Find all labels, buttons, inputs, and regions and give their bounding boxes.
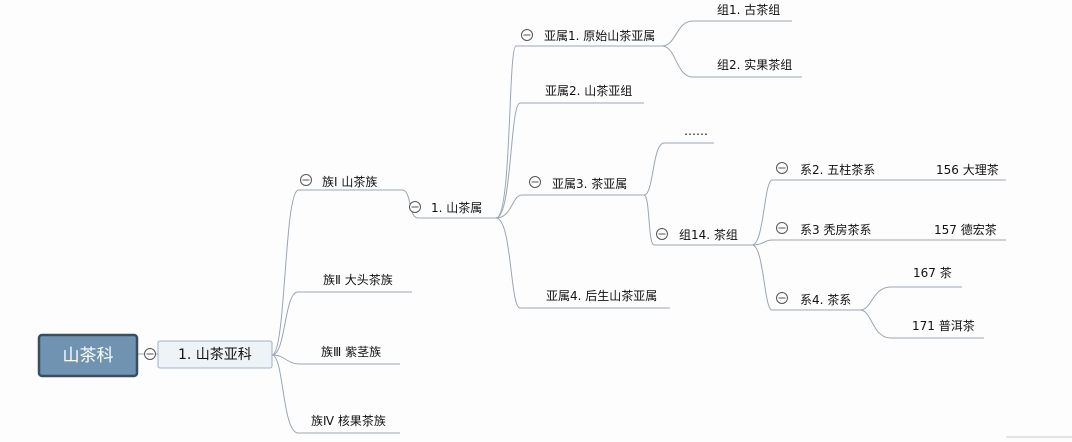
section-tea-label[interactable]: 组14. 茶组 — [679, 227, 738, 242]
connector-series-1 — [751, 179, 773, 246]
connector-species-4 — [859, 309, 900, 339]
genus-label[interactable]: 1. 山茶属 — [431, 200, 482, 215]
root-node-label: 山茶科 — [63, 346, 114, 366]
tribe-4-label[interactable]: 族Ⅳ 核果茶族 — [311, 413, 386, 428]
collapse-series-1-icon[interactable] — [776, 162, 788, 174]
collapse-genus-icon[interactable] — [409, 201, 421, 213]
section-2-label[interactable]: 组2. 实果茶组 — [717, 57, 792, 72]
tribe-1-label[interactable]: 族Ⅰ 山茶族 — [322, 174, 377, 189]
connector-subgenus-4 — [495, 217, 521, 309]
collapse-series-2-icon[interactable] — [776, 222, 788, 234]
connector-subgenus-3 — [495, 194, 523, 219]
connector-tribe-2 — [271, 291, 310, 356]
connector-ellipsis — [643, 142, 672, 196]
root-node-box — [37, 333, 139, 378]
species-4-label[interactable]: 171 普洱茶 — [912, 318, 975, 333]
subgenus-2-label[interactable]: 亚属2. 山茶亚组 — [545, 83, 632, 98]
connector-tribe-3 — [271, 354, 310, 365]
series-1-label[interactable]: 系2. 五柱茶系 — [800, 162, 875, 177]
node-labels: 族Ⅰ 山茶族 族Ⅱ 大头茶族 族Ⅲ 紫茎族 族Ⅳ 核果茶族 1. 山茶属 亚属1… — [311, 2, 999, 428]
tribe-3-label[interactable]: 族Ⅲ 紫茎族 — [321, 345, 381, 359]
connector-section-tea — [643, 194, 655, 246]
subgenus-1-label[interactable]: 亚属1. 原始山茶亚属 — [544, 28, 655, 43]
connector-series-2 — [751, 239, 773, 246]
species-1-label[interactable]: 156 大理茶 — [936, 162, 999, 177]
series-2-label[interactable]: 系3 秃房茶系 — [800, 222, 871, 237]
species-2-label[interactable]: 157 德宏茶 — [934, 222, 997, 237]
connector-tribe-4 — [271, 354, 310, 434]
species-3-label[interactable]: 167 茶 — [913, 265, 952, 280]
collapse-subgenus-3-icon[interactable] — [529, 176, 541, 188]
subgenus-4-label[interactable]: 亚属4. 后生山茶亚属 — [546, 288, 657, 303]
collapse-tribe-1-icon[interactable] — [300, 174, 312, 186]
section-1-label[interactable]: 组1. 古茶组 — [717, 2, 780, 17]
root-node[interactable]: 山茶科 — [37, 333, 139, 378]
collapse-subfamily-icon[interactable] — [144, 348, 156, 360]
connector-subgenus-2 — [495, 102, 521, 219]
connector-subgenus-1 — [495, 45, 517, 219]
series-3-label[interactable]: 系4. 茶系 — [800, 292, 851, 307]
connector-section-2 — [661, 45, 710, 78]
ellipsis-label: …… — [684, 124, 708, 138]
connector-series-3 — [751, 244, 773, 311]
connector-section-1 — [661, 20, 710, 47]
connector-species-3 — [859, 286, 900, 311]
tribe-2-label[interactable]: 族Ⅱ 大头茶族 — [323, 272, 393, 287]
subfamily-node[interactable]: 1. 山茶亚科 — [157, 340, 273, 369]
connectors — [137, 20, 900, 434]
subgenus-3-label[interactable]: 亚属3. 茶亚属 — [552, 176, 627, 191]
collapse-section-tea-icon[interactable] — [656, 228, 668, 240]
collapse-subgenus-1-icon[interactable] — [521, 29, 533, 41]
collapse-toggles — [144, 29, 788, 360]
underlines — [298, 20, 1006, 434]
collapse-series-3-icon[interactable] — [776, 292, 788, 304]
subfamily-node-box — [157, 340, 273, 369]
connector-tribe-1 — [271, 189, 310, 356]
subfamily-node-label: 1. 山茶亚科 — [178, 347, 252, 363]
